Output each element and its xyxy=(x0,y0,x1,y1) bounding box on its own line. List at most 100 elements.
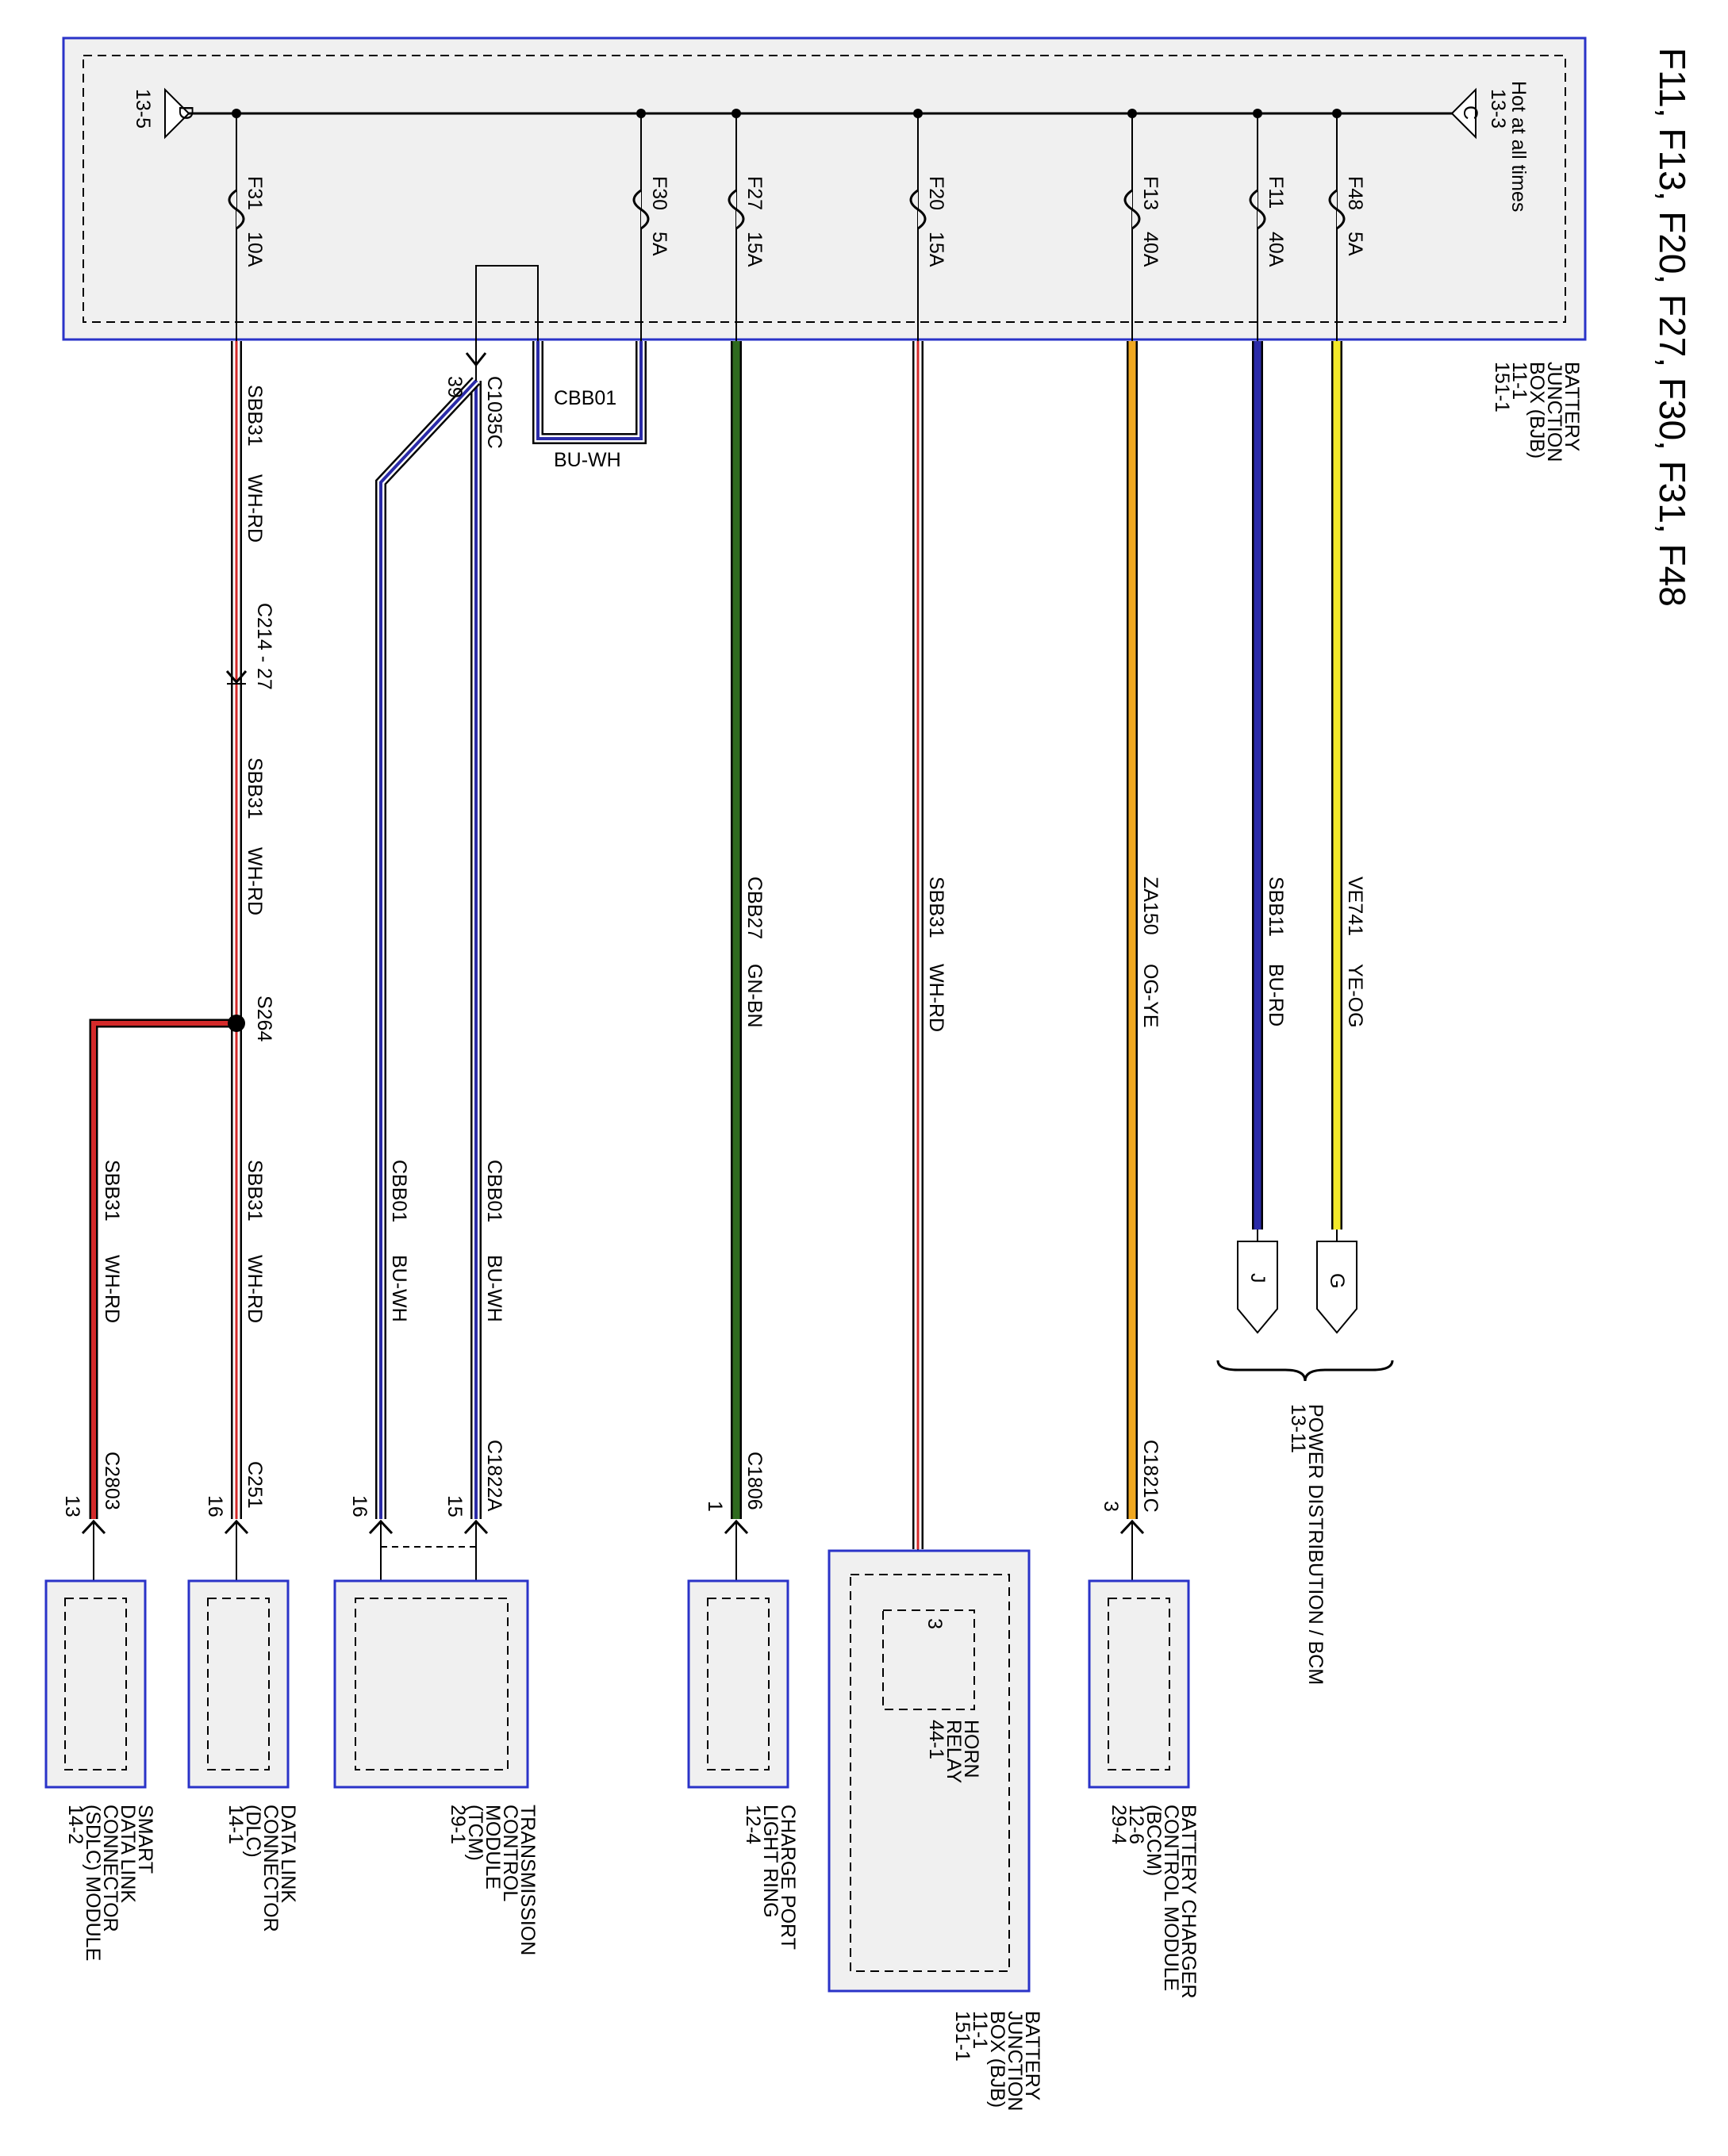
cbb01-a-circuit: CBB01 xyxy=(483,1160,505,1222)
c1822a-pin-15: 15 xyxy=(444,1495,466,1517)
svg-text:DATA LINK: DATA LINK xyxy=(117,1805,139,1903)
svg-text:44-1: 44-1 xyxy=(925,1720,947,1759)
svg-text:LIGHT RING: LIGHT RING xyxy=(759,1805,781,1918)
bjb-box xyxy=(62,36,1587,341)
bjb-name: BATTERY JUNCTION BOX (BJB) 11-1 151-1 xyxy=(1491,362,1583,462)
c251-pin: 16 xyxy=(204,1495,226,1517)
horn-pin: 3 xyxy=(924,1618,946,1629)
power-distribution-pins: G J POWER DISTRIBUTION / BCM 13-11 xyxy=(1216,1230,1394,1685)
module-connector-arrows xyxy=(81,1519,1145,1535)
svg-text:MODULE: MODULE xyxy=(482,1805,504,1889)
fuse-f20-id: F20 xyxy=(925,176,947,210)
svg-text:RELAY: RELAY xyxy=(943,1720,965,1783)
module-bccm: BATTERY CHARGER CONTROL MODULE (BCCM) 12… xyxy=(1088,1579,1200,1999)
c2803-pin: 13 xyxy=(61,1495,83,1517)
cbb01-b-color: BU-WH xyxy=(388,1255,410,1322)
sbb31-f20-color: WH-RD xyxy=(925,964,947,1032)
fuse-f13-id: F13 xyxy=(1139,176,1162,210)
ref-c-marker: C 13-3 xyxy=(1450,87,1509,140)
ref-c-page: 13-3 xyxy=(1487,89,1509,129)
sbb31-dlc-circuit: SBB31 xyxy=(244,1160,266,1222)
fuse-f31-rating: 10A xyxy=(244,232,266,267)
ref-d-page: 13-5 xyxy=(132,89,154,129)
cbb27-circuit: CBB27 xyxy=(743,877,766,939)
ve741-circuit: VE741 xyxy=(1344,877,1366,936)
sbb11-color: BU-RD xyxy=(1265,964,1287,1026)
ref-c-letter: C xyxy=(1459,105,1481,120)
cbb01-loop-circuit: CBB01 xyxy=(554,387,616,409)
cbb01-a-color: BU-WH xyxy=(483,1255,505,1322)
c1822a-pin-16: 16 xyxy=(348,1495,371,1517)
svg-text:CONTROL: CONTROL xyxy=(499,1805,521,1901)
power-dist-page: 13-11 xyxy=(1287,1404,1309,1453)
bjb-internal-route xyxy=(475,265,539,361)
svg-text:12-6: 12-6 xyxy=(1125,1805,1147,1844)
hot-at-all-times: Hot at all times xyxy=(1507,81,1530,212)
svg-text:151-1: 151-1 xyxy=(1491,362,1513,412)
ref-d-marker: D 13-5 xyxy=(132,87,197,140)
fuse-f11-rating: 40A xyxy=(1265,232,1287,267)
svg-text:JUNCTION: JUNCTION xyxy=(1543,362,1565,462)
fuse-f30-id: F30 xyxy=(648,176,670,210)
diagram-title: F11, F13, F20, F27, F30, F31, F48 xyxy=(1652,48,1693,607)
fuse-f13-rating: 40A xyxy=(1139,232,1162,267)
sbb31-top-color: WH-RD xyxy=(244,474,266,543)
svg-text:CHARGE PORT: CHARGE PORT xyxy=(777,1805,799,1950)
busbar-dots xyxy=(232,109,1342,118)
wire-cbb01-loop xyxy=(532,341,647,444)
sbb31-mid-color: WH-RD xyxy=(244,847,266,915)
fuse-f48-rating: 5A xyxy=(1344,232,1366,256)
svg-text:(TCM): (TCM) xyxy=(464,1805,486,1861)
svg-text:BATTERY CHARGER: BATTERY CHARGER xyxy=(1177,1805,1200,1999)
svg-text:BATTERY: BATTERY xyxy=(1561,362,1583,451)
svg-text:JUNCTION: JUNCTION xyxy=(1004,2011,1026,2111)
za150-color: OG-YE xyxy=(1139,964,1162,1028)
fuse-f27-rating: 15A xyxy=(743,232,766,267)
svg-text:14-2: 14-2 xyxy=(64,1805,86,1844)
cbb01-b-circuit: CBB01 xyxy=(388,1160,410,1222)
c1035c-name: C1035C xyxy=(483,376,505,449)
svg-text:HORN: HORN xyxy=(960,1720,982,1778)
fuse-f31-id: F31 xyxy=(244,176,266,210)
svg-text:(DLC): (DLC) xyxy=(242,1805,264,1858)
svg-text:29-1: 29-1 xyxy=(447,1805,469,1844)
svg-text:CONTROL MODULE: CONTROL MODULE xyxy=(1160,1805,1182,1991)
module-sdlc: SMART DATA LINK CONNECTOR (SDLC) MODULE … xyxy=(44,1579,156,1961)
svg-text:DATA LINK: DATA LINK xyxy=(277,1805,299,1903)
s264-name: S264 xyxy=(253,996,275,1042)
fuse-f11-id: F11 xyxy=(1265,176,1287,209)
svg-text:BATTERY: BATTERY xyxy=(1021,2011,1043,2100)
svg-text:SMART: SMART xyxy=(134,1805,156,1874)
c1806-name: C1806 xyxy=(743,1452,766,1510)
sbb31-dlc-color: WH-RD xyxy=(244,1255,266,1323)
splice-s264: S264 xyxy=(228,996,275,1042)
fuse-symbols xyxy=(228,189,1346,230)
connector-labels: C1821C 3 C1806 1 C1822A 15 16 C251 16 C2… xyxy=(61,1440,1162,1517)
fuse-f20-rating: 15A xyxy=(925,232,947,267)
svg-text:14-1: 14-1 xyxy=(225,1805,247,1844)
ve741-color: YE-OG xyxy=(1344,964,1366,1028)
power-dist-name: POWER DISTRIBUTION / BCM xyxy=(1304,1404,1327,1685)
wire-sbb31-sdlc xyxy=(89,1019,236,1519)
svg-text:TRANSMISSION: TRANSMISSION xyxy=(516,1805,539,1955)
c1035c-pin: 39 xyxy=(444,376,466,398)
c251-name: C251 xyxy=(244,1461,266,1509)
sbb31-mid-circuit: SBB31 xyxy=(244,758,266,819)
wire-labels: VE741 YE-OG SBB11 BU-RD ZA150 OG-YE SBB3… xyxy=(101,385,1366,1323)
svg-text:BOX (BJB): BOX (BJB) xyxy=(986,2011,1008,2108)
svg-text:(BCCM): (BCCM) xyxy=(1142,1805,1165,1876)
svg-text:12-4: 12-4 xyxy=(742,1805,764,1844)
cbb27-color: GN-BN xyxy=(743,964,766,1028)
za150-circuit: ZA150 xyxy=(1139,877,1162,935)
ref-d-letter: D xyxy=(175,105,197,120)
c1806-pin: 1 xyxy=(704,1501,726,1512)
sbb11-circuit: SBB11 xyxy=(1265,877,1287,937)
module-tcm: TRANSMISSION CONTROL MODULE (TCM) 29-1 xyxy=(333,1579,539,1955)
connector-c1035c: C1035C 39 xyxy=(444,352,505,449)
c2803-name: C2803 xyxy=(101,1452,123,1510)
c1821c-name: C1821C xyxy=(1139,1440,1162,1513)
sbb31-top-circuit: SBB31 xyxy=(244,385,266,447)
svg-text:29-4: 29-4 xyxy=(1108,1805,1130,1844)
connector-c214: C214 - 27 xyxy=(225,603,275,690)
